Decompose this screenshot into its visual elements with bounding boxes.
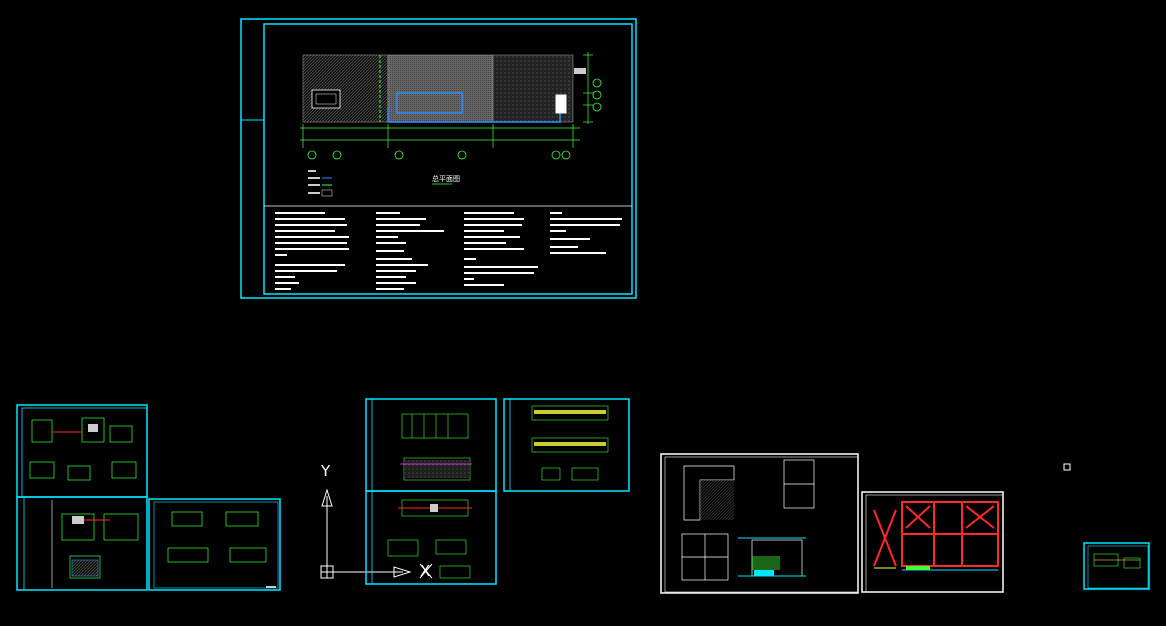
ucs-y-label: Y bbox=[321, 462, 331, 480]
ucs-x-label: X bbox=[420, 562, 431, 580]
sheet-detail-1[interactable] bbox=[16, 404, 148, 498]
ucs-icon bbox=[320, 488, 412, 579]
site-plan-dimensions bbox=[300, 52, 593, 148]
sheet-site-plan[interactable] bbox=[240, 18, 637, 299]
sheet-steel-frame[interactable] bbox=[861, 491, 1004, 593]
cursor-pickbox bbox=[1063, 463, 1071, 471]
sheet-detail-3[interactable] bbox=[148, 498, 281, 591]
site-plan-legend bbox=[308, 170, 333, 197]
sheet-detail-2[interactable] bbox=[16, 496, 148, 591]
sheet-floor-plan[interactable] bbox=[365, 398, 497, 492]
design-notes bbox=[275, 212, 622, 290]
grid-axis-markers bbox=[307, 78, 602, 160]
sheet-sections[interactable] bbox=[365, 490, 497, 585]
site-plan-title: 总平面图 bbox=[432, 175, 460, 183]
sheet-small-detail[interactable] bbox=[1083, 542, 1150, 590]
sheet-elevations[interactable] bbox=[503, 398, 630, 492]
site-plan-building bbox=[302, 54, 586, 123]
sheet-structure-plan[interactable] bbox=[660, 453, 859, 594]
